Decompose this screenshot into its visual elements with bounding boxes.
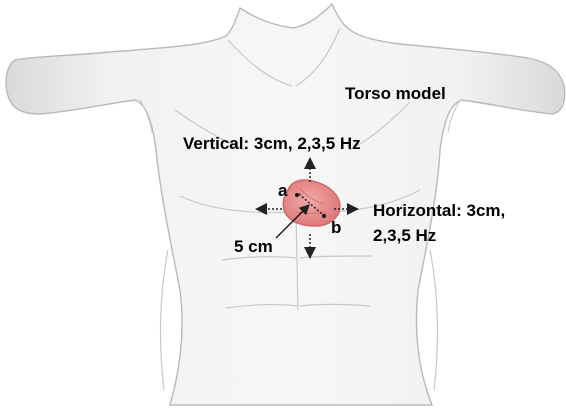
point-a-label: a xyxy=(278,181,288,200)
distance-label: 5 cm xyxy=(234,237,273,256)
vertical-label: Vertical: 3cm, 2,3,5 Hz xyxy=(183,134,361,153)
torso-model-label: Torso model xyxy=(345,84,446,103)
horizontal-label-line1: Horizontal: 3cm, xyxy=(373,201,505,220)
point-b-dot xyxy=(322,214,326,218)
point-b-label: b xyxy=(331,218,341,237)
point-a-dot xyxy=(295,193,299,197)
horizontal-label-line2: 2,3,5 Hz xyxy=(373,226,436,245)
